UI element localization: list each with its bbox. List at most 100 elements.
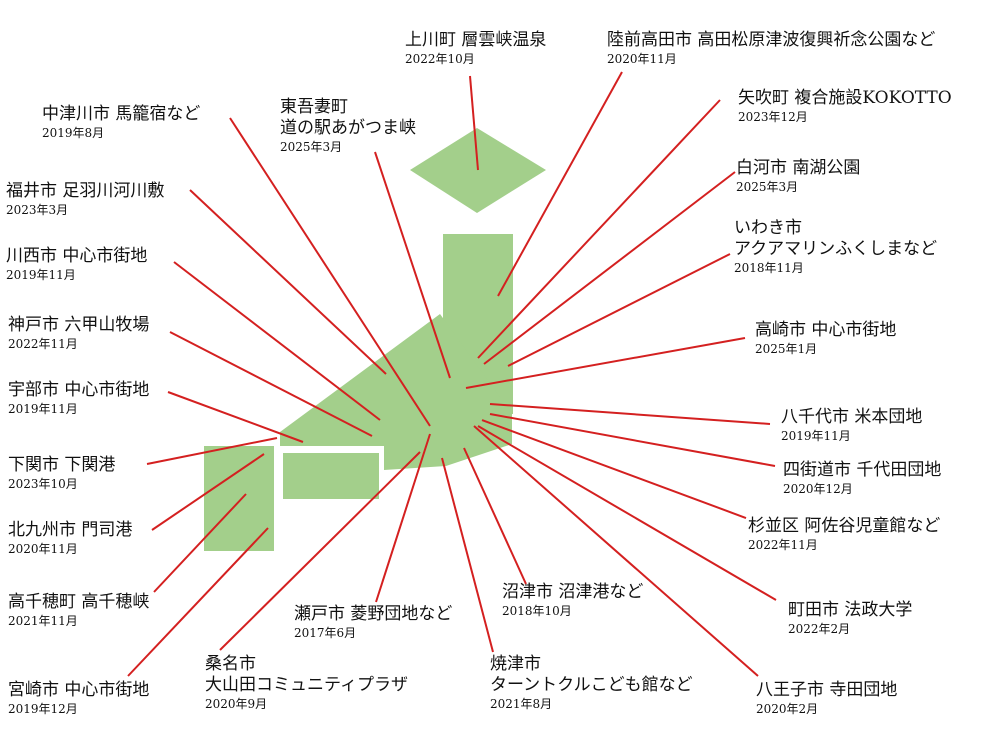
callout-miyazaki: 宮崎市 中心市街地 2019年12月 — [8, 680, 149, 718]
callout-name-line2: アクアマリンふくしまなど — [734, 239, 938, 259]
leader-kitakyushu — [151, 453, 265, 531]
callout-takasaki: 高崎市 中心市街地 2025年1月 — [755, 320, 896, 358]
callout-date: 2023年12月 — [738, 110, 808, 124]
callout-name: 八王子市 寺田団地 — [756, 680, 898, 700]
callout-date: 2020年2月 — [756, 702, 819, 716]
callout-yaizu: 焼津市 ターントクルこども館など 2021年8月 — [490, 654, 693, 713]
callout-date: 2022年11月 — [748, 538, 818, 552]
callout-name-line2: 道の駅あがつま峡 — [280, 118, 416, 138]
callout-name: 福井市 足羽川河川敷 — [6, 181, 165, 201]
callout-name: 桑名市 — [205, 654, 256, 674]
leader-numazu — [463, 447, 527, 585]
leader-higashiagatsuma — [374, 151, 451, 379]
callout-name: 上川町 層雲峡温泉 — [405, 30, 547, 50]
callout-yotsukaido: 四街道市 千代田団地 2020年12月 — [783, 460, 941, 498]
leader-yabuki — [477, 99, 721, 359]
callout-machida: 町田市 法政大学 2022年2月 — [788, 600, 912, 638]
callout-date: 2018年10月 — [502, 604, 572, 618]
leader-shirakawa — [483, 171, 736, 365]
callout-date: 2020年11月 — [8, 542, 78, 556]
callout-date: 2025年1月 — [755, 342, 818, 356]
leader-takachiho — [153, 493, 247, 593]
callout-kuwana: 桑名市 大山田コミュニティプラザ 2020年9月 — [205, 654, 408, 713]
callout-name: 宮崎市 中心市街地 — [8, 680, 150, 700]
leader-kawanishi — [173, 261, 381, 421]
leader-nakatsugawa — [229, 117, 431, 427]
leader-fukui — [189, 189, 387, 375]
callout-kawanishi: 川西市 中心市街地 2019年11月 — [6, 246, 147, 284]
callout-date: 2021年11月 — [8, 614, 78, 628]
callout-date: 2019年11月 — [6, 268, 76, 282]
leader-machida — [477, 425, 777, 601]
callout-date: 2022年11月 — [8, 337, 78, 351]
callout-name: 下関市 下関港 — [8, 455, 116, 475]
leader-lines — [127, 71, 777, 677]
leader-yotsukaido — [489, 413, 776, 467]
callout-date: 2023年10月 — [8, 477, 78, 491]
callout-name: 四街道市 千代田団地 — [783, 460, 942, 480]
leader-rikuzentakata — [497, 71, 623, 297]
callout-date: 2020年12月 — [783, 482, 853, 496]
callout-name: 神戸市 六甲山牧場 — [8, 315, 150, 335]
callout-name: 陸前高田市 高田松原津波復興祈念公園など — [607, 30, 936, 50]
callout-takachiho: 高千穂町 高千穂峡 2021年11月 — [8, 592, 149, 630]
callout-name: 八千代市 米本団地 — [781, 407, 923, 427]
callout-higashiagatsuma: 東吾妻町 道の駅あがつま峡 2025年3月 — [280, 97, 416, 156]
callout-name: 高千穂町 高千穂峡 — [8, 592, 150, 612]
hokkaido-shape — [410, 128, 546, 213]
callout-numazu: 沼津市 沼津港など 2018年10月 — [502, 582, 643, 620]
callout-name: 川西市 中心市街地 — [6, 246, 148, 266]
callout-date: 2018年11月 — [734, 261, 804, 275]
callout-date: 2025年3月 — [736, 180, 799, 194]
leader-ube — [167, 391, 304, 443]
leader-suginami — [481, 419, 747, 519]
callout-kitakyushu: 北九州市 門司港 2020年11月 — [8, 520, 132, 558]
callout-date: 2021年8月 — [490, 697, 553, 711]
callout-name: 矢吹町 複合施設KOKOTTO — [738, 88, 952, 108]
callout-name: 瀬戸市 菱野団地など — [294, 604, 453, 624]
callout-name-line2: 大山田コミュニティプラザ — [205, 675, 408, 695]
callout-date: 2019年12月 — [8, 702, 78, 716]
leader-iwaki — [507, 253, 731, 367]
callout-name: 町田市 法政大学 — [788, 600, 913, 620]
callout-name: いわき市 — [734, 218, 802, 238]
callout-date: 2022年10月 — [405, 52, 475, 66]
callout-yabuki: 矢吹町 複合施設KOKOTTO 2023年12月 — [738, 88, 952, 126]
callout-date: 2017年6月 — [294, 626, 357, 640]
leader-seto — [375, 433, 431, 603]
callout-hachioji: 八王子市 寺田団地 2020年2月 — [756, 680, 897, 718]
kyushu-shape — [204, 446, 274, 551]
leader-takasaki — [465, 337, 746, 389]
callout-yachiyo: 八千代市 米本団地 2019年11月 — [781, 407, 922, 445]
callout-ube: 宇部市 中心市街地 2019年11月 — [8, 380, 149, 418]
callout-name: 宇部市 中心市街地 — [8, 380, 150, 400]
leader-yachiyo — [489, 403, 771, 425]
leader-kobe — [169, 331, 373, 437]
leader-kuwana — [219, 451, 421, 651]
callout-shirakawa: 白河市 南湖公園 2025年3月 — [736, 158, 860, 196]
callout-nakatsugawa: 中津川市 馬籠宿など 2019年8月 — [42, 104, 200, 142]
callout-date: 2019年11月 — [8, 402, 78, 416]
callout-seto: 瀬戸市 菱野団地など 2017年6月 — [294, 604, 452, 642]
callout-name: 中津川市 馬籠宿など — [42, 104, 201, 124]
callout-date: 2022年2月 — [788, 622, 851, 636]
callout-name-line2: ターントクルこども館など — [490, 675, 693, 695]
callout-fukui: 福井市 足羽川河川敷 2023年3月 — [6, 181, 164, 219]
callout-name: 東吾妻町 — [280, 97, 348, 117]
callout-name: 杉並区 阿佐谷児童館など — [748, 516, 941, 536]
callout-date: 2023年3月 — [6, 203, 69, 217]
callout-date: 2019年8月 — [42, 126, 105, 140]
callout-kamikawa: 上川町 層雲峡温泉 2022年10月 — [405, 30, 546, 68]
honshu-shape — [280, 314, 512, 470]
leader-shimonoseki — [146, 437, 278, 465]
callout-name: 焼津市 — [490, 654, 541, 674]
callout-suginami: 杉並区 阿佐谷児童館など 2022年11月 — [748, 516, 940, 554]
callout-date: 2025年3月 — [280, 140, 343, 154]
callout-name: 白河市 南湖公園 — [736, 158, 861, 178]
callout-iwaki: いわき市 アクアマリンふくしまなど 2018年11月 — [734, 218, 937, 277]
callout-date: 2019年11月 — [781, 429, 851, 443]
callout-name: 北九州市 門司港 — [8, 520, 133, 540]
leader-hachioji — [473, 425, 759, 677]
callout-rikuzentakata: 陸前高田市 高田松原津波復興祈念公園など 2020年11月 — [607, 30, 935, 68]
